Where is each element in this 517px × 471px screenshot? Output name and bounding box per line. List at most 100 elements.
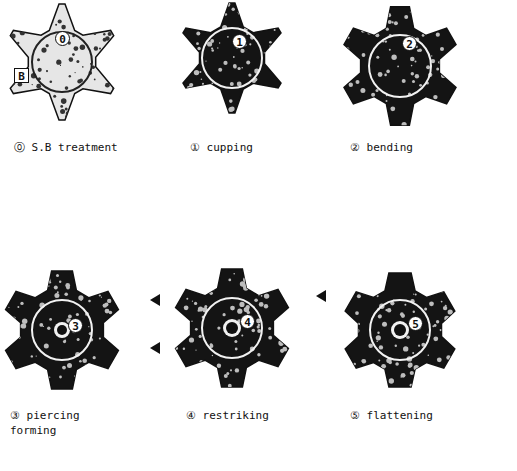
grain-speck	[90, 290, 94, 294]
grain-speck	[438, 60, 442, 64]
grain-speck	[215, 378, 217, 380]
grain-speck	[50, 80, 53, 83]
grain-speck	[218, 68, 222, 72]
flow-ring	[370, 300, 430, 360]
grain-speck	[186, 298, 188, 300]
grain-speck	[48, 285, 50, 287]
grain-speck	[426, 371, 430, 375]
grain-speck	[437, 288, 440, 291]
gear-outline	[10, 4, 113, 120]
step-caption: ③ piercing forming	[10, 408, 92, 438]
grain-speck	[377, 295, 379, 297]
callout-number: 4	[240, 314, 255, 329]
grain-speck	[404, 15, 408, 19]
grain-speck	[183, 348, 185, 350]
grain-speck	[194, 302, 197, 305]
grain-speck	[362, 29, 363, 30]
grain-speck	[421, 118, 426, 123]
grain-speck	[443, 64, 445, 66]
gear-texture	[345, 280, 459, 387]
callout-number: 0	[55, 31, 70, 46]
grain-speck	[264, 293, 269, 298]
grain-speck	[105, 309, 110, 314]
grain-speck	[262, 25, 265, 28]
grain-speck	[424, 308, 427, 311]
grain-speck	[206, 283, 207, 284]
grain-speck	[269, 41, 272, 44]
grain-speck	[27, 377, 31, 381]
grain-speck	[82, 66, 84, 68]
grain-speck	[60, 65, 61, 66]
grain-speck	[362, 359, 366, 363]
grain-speck	[197, 21, 199, 23]
grain-speck	[196, 32, 200, 36]
grain-speck	[404, 304, 406, 306]
grain-speck	[215, 91, 218, 94]
grain-speck	[246, 15, 251, 20]
grain-speck	[408, 364, 412, 368]
grain-speck	[441, 73, 446, 78]
grain-speck	[415, 74, 419, 78]
grain-speck	[44, 276, 46, 278]
grain-speck	[346, 50, 349, 53]
grain-speck	[192, 301, 193, 302]
grain-speck	[238, 10, 242, 14]
gear-micrograph	[2, 271, 123, 389]
flow-ring	[202, 28, 262, 88]
grain-speck	[249, 43, 251, 45]
step-caption: ⓪ S.B treatment	[14, 140, 118, 155]
grain-speck	[383, 22, 384, 23]
grain-speck	[229, 99, 233, 103]
grain-speck	[259, 370, 262, 373]
gear-texture	[10, 11, 119, 119]
grain-speck	[257, 329, 261, 333]
grain-speck	[198, 306, 203, 311]
grain-speck	[239, 302, 244, 307]
grain-speck	[20, 30, 25, 35]
grain-speck	[39, 323, 43, 327]
grain-speck	[108, 76, 112, 80]
grain-speck	[76, 313, 79, 316]
grain-speck	[446, 355, 451, 360]
grain-speck	[90, 25, 94, 29]
grain-speck	[46, 44, 49, 47]
marker-triangle	[150, 294, 160, 306]
grain-speck	[65, 115, 67, 117]
grain-speck	[31, 355, 33, 357]
grain-speck	[94, 32, 97, 35]
grain-speck	[402, 122, 407, 127]
grain-speck	[88, 326, 89, 327]
grain-speck	[57, 291, 59, 293]
grain-speck	[357, 294, 361, 298]
grain-speck	[106, 334, 107, 335]
grain-speck	[374, 375, 377, 378]
grain-speck	[185, 53, 188, 56]
grain-speck	[445, 305, 447, 307]
flow-ring	[32, 32, 92, 92]
grain-speck	[115, 340, 119, 344]
grain-speck	[194, 70, 199, 75]
grain-speck	[392, 21, 394, 23]
grain-speck	[353, 363, 356, 366]
grain-speck	[224, 13, 227, 16]
grain-speck	[282, 40, 283, 41]
grain-speck	[414, 281, 415, 282]
grain-speck	[171, 322, 173, 324]
grain-speck	[53, 95, 56, 98]
grain-speck	[108, 32, 112, 36]
grain-speck	[417, 14, 418, 15]
grain-speck	[32, 84, 33, 85]
grain-speck	[275, 42, 277, 44]
grain-speck	[36, 282, 37, 283]
grain-speck	[257, 325, 260, 328]
grain-speck	[52, 21, 53, 22]
grain-speck	[36, 355, 37, 356]
grain-speck	[224, 374, 228, 378]
grain-speck	[381, 6, 386, 11]
grain-speck	[55, 24, 57, 26]
grain-speck	[417, 18, 421, 22]
grain-speck	[200, 360, 203, 363]
grain-speck	[17, 54, 20, 57]
grain-speck	[401, 314, 405, 318]
center-hole-rim	[391, 321, 409, 339]
